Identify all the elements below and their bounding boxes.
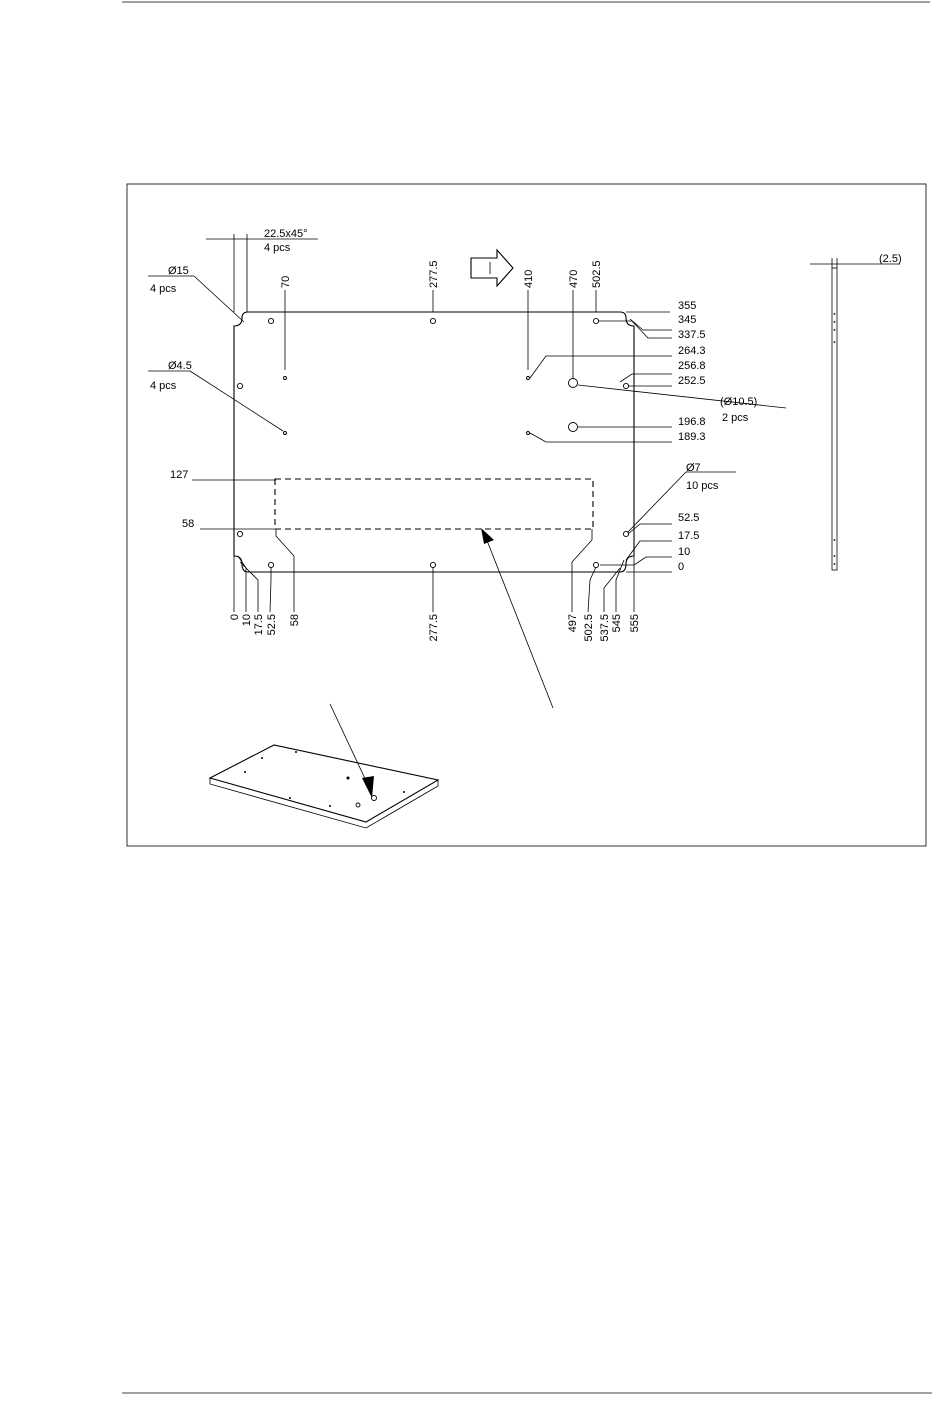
dim-right-189-3: 189.3 (678, 431, 706, 443)
arrowhead-icon (481, 528, 494, 544)
hole (430, 562, 435, 567)
dim-bottom-0: 0 (229, 614, 241, 620)
dim-right-256-8: 256.8 (678, 360, 706, 372)
dim-right-337-5: 337.5 (678, 329, 706, 341)
dim-top-70: 70 (280, 276, 292, 288)
arrowhead-icon (362, 776, 374, 798)
leader-line (486, 538, 553, 708)
dim-right-345: 345 (678, 314, 696, 326)
small-hole (284, 432, 287, 435)
hole (593, 318, 598, 323)
hole (237, 531, 242, 536)
hole-dia-15: Ø15 (168, 265, 189, 277)
dim-top-470: 470 (568, 270, 580, 288)
dim-right-355: 355 (678, 300, 696, 312)
dim-right-264-3: 264.3 (678, 345, 706, 357)
dim-right-17-5: 17.5 (678, 530, 699, 542)
dim-bottom-537-5: 537.5 (599, 614, 611, 642)
hole (623, 383, 628, 388)
dim-bottom-52-5: 52.5 (266, 614, 278, 635)
dim-right-0: 0 (678, 561, 684, 573)
hole-dia-4-5: Ø4.5 (168, 360, 192, 372)
cutout-rectangle (275, 479, 593, 529)
dim-right-52-5: 52.5 (678, 512, 699, 524)
hole-dia-7: Ø7 (686, 462, 701, 474)
hole (593, 562, 598, 567)
dim-right-10: 10 (678, 546, 690, 558)
leader-line (330, 704, 368, 785)
chamfer-label: 22.5x45° (264, 228, 308, 240)
dim-bottom-555: 555 (629, 614, 641, 632)
chamfer-count: 4 pcs (264, 242, 291, 254)
small-hole (527, 432, 530, 435)
dim-left-127: 127 (170, 469, 188, 481)
dim-bottom-58: 58 (289, 614, 301, 626)
hole-count-7: 10 pcs (686, 480, 719, 492)
hole-count-15: 4 pcs (150, 283, 177, 295)
large-hole (569, 379, 578, 388)
small-hole (527, 377, 530, 380)
side-view (810, 258, 900, 570)
dim-top-410: 410 (523, 270, 535, 288)
hole (268, 318, 273, 323)
hole-count-10-5: 2 pcs (722, 412, 749, 424)
direction-arrow-icon (471, 250, 513, 286)
dim-top-502-5: 502.5 (591, 260, 603, 288)
dim-bottom-545: 545 (611, 614, 623, 632)
dim-bottom-277-5: 277.5 (428, 614, 440, 642)
hole-dia-10-5: (Ø10.5) (720, 396, 757, 408)
dim-bottom-497: 497 (567, 614, 579, 632)
small-hole (284, 377, 287, 380)
hole (430, 318, 435, 323)
plate-thickness: (2.5) (879, 253, 902, 265)
large-hole (569, 423, 578, 432)
dim-right-196-8: 196.8 (678, 416, 706, 428)
dim-top-277-5: 277.5 (428, 260, 440, 288)
dim-bottom-502-5: 502.5 (583, 614, 595, 642)
hole (623, 531, 628, 536)
dim-left-58: 58 (182, 518, 194, 530)
hole-count-4-5: 4 pcs (150, 380, 177, 392)
hole (268, 562, 273, 567)
dim-right-252-5: 252.5 (678, 375, 706, 387)
isometric-plate (210, 745, 438, 828)
dim-bottom-10: 10 (241, 614, 253, 626)
hole (237, 383, 242, 388)
dim-bottom-17-5: 17.5 (253, 614, 265, 635)
